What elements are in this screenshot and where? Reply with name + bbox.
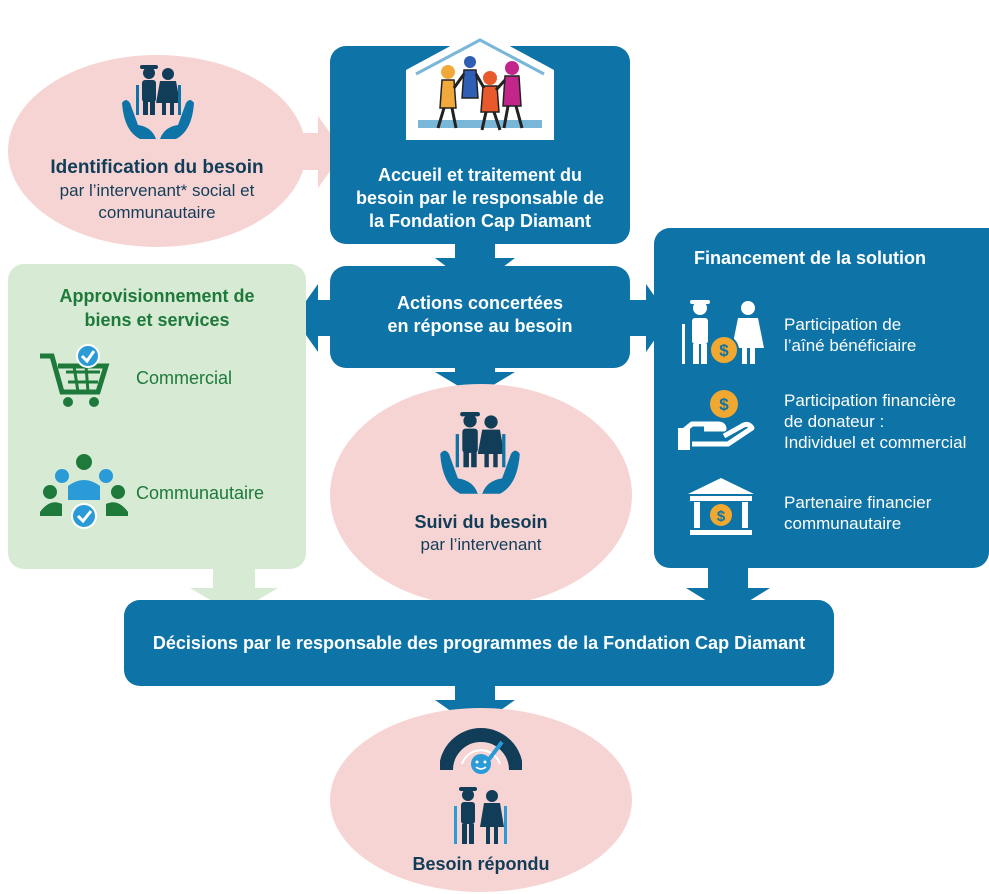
actions-line2: en réponse au besoin [387, 316, 573, 336]
identification-line1: par l’intervenant* social et [59, 181, 255, 200]
besoin-oval: Besoin répondu [330, 708, 632, 892]
decisions-box: Décisions par le responsable des program… [124, 600, 834, 686]
decisions-label: Décisions par le responsable des program… [152, 633, 806, 653]
approvisionnement-item2: Communautaire [136, 483, 265, 503]
suivi-oval: Suivi du besoin par l’intervenant [330, 384, 632, 606]
suivi-subtitle: par l’intervenant [420, 535, 542, 554]
accueil-line2: besoin par le responsable de [355, 188, 605, 208]
identification-oval: Identification du besoin par l’intervena… [8, 55, 306, 247]
financement-item3-l2: communautaire [784, 514, 902, 533]
accueil-box: Accueil et traitement du besoin par le r… [330, 30, 630, 244]
accueil-line3: la Fondation Cap Diamant [368, 211, 591, 231]
financement-item2-l3: Individuel et commercial [784, 433, 967, 452]
financement-item1-l2: l’aîné bénéficiaire [784, 336, 917, 355]
senior-coin-icon: $ [682, 300, 764, 365]
actions-box: Actions concertées en réponse au besoin [330, 266, 630, 368]
financement-item3-l1: Partenaire financier [784, 493, 932, 512]
actions-line1: Actions concertées [396, 293, 564, 313]
approvisionnement-title2: biens et services [84, 310, 230, 330]
satisfaction-gauge-icon [440, 728, 522, 774]
arrow-actions-to-financement [625, 284, 670, 352]
approvisionnement-item1: Commercial [136, 368, 233, 388]
seniors-couple-icon [454, 787, 507, 844]
svg-text:$: $ [717, 508, 726, 525]
svg-text:$: $ [719, 341, 729, 360]
identification-line2: communautaire [98, 203, 216, 222]
arrow-decisions-to-besoin [435, 682, 515, 728]
arrow-accueil-to-actions [435, 240, 515, 288]
shopping-cart-icon [40, 344, 110, 407]
financement-item1-l1: Participation de [784, 315, 902, 334]
financement-title: Financement de la solution [694, 248, 927, 268]
identification-title: Identification du besoin [50, 157, 264, 178]
seniors-in-hands-icon [440, 412, 520, 494]
seniors-in-hands-icon [122, 65, 194, 139]
financement-box: Financement de la solution $ Participati… [654, 228, 989, 568]
arrow-identification-to-accueil [296, 116, 344, 188]
approvisionnement-panel: Approvisionnement de biens et services C… [8, 264, 306, 569]
arrow-approvisionnement-to-decisions [190, 568, 278, 614]
suivi-title: Suivi du besoin [414, 512, 548, 532]
family-house-logo [406, 30, 554, 140]
accueil-line1: Accueil et traitement du [377, 165, 583, 185]
hand-coin-icon: $ [678, 390, 755, 450]
community-group-icon [40, 454, 128, 529]
bank-icon: $ [688, 478, 754, 535]
besoin-label: Besoin répondu [412, 854, 550, 874]
financement-item2-l2: de donateur : [784, 412, 885, 431]
arrow-actions-to-approvisionnement [294, 284, 340, 352]
financement-item2-l1: Participation financière [784, 391, 956, 410]
approvisionnement-title1: Approvisionnement de [59, 286, 255, 306]
arrow-actions-to-suivi [435, 360, 515, 396]
svg-text:$: $ [719, 395, 729, 414]
